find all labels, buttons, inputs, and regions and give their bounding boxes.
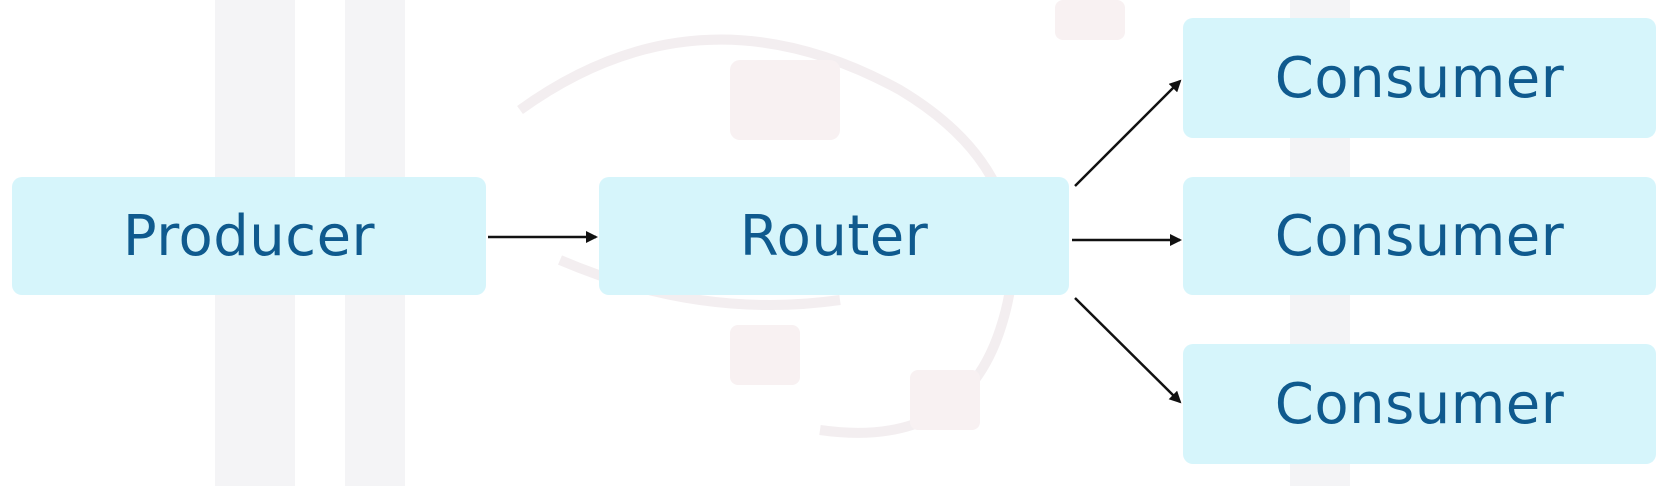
consumer-node-3: Consumer [1183,344,1656,464]
consumer-node-1: Consumer [1183,18,1656,138]
consumer-label-3: Consumer [1274,371,1565,437]
producer-label: Producer [122,203,376,269]
consumer-label-1: Consumer [1274,45,1565,111]
router-label: Router [739,203,929,269]
consumer-node-2: Consumer [1183,177,1656,295]
producer-node: Producer [12,177,486,295]
router-node: Router [599,177,1069,295]
consumer-label-2: Consumer [1274,203,1565,269]
